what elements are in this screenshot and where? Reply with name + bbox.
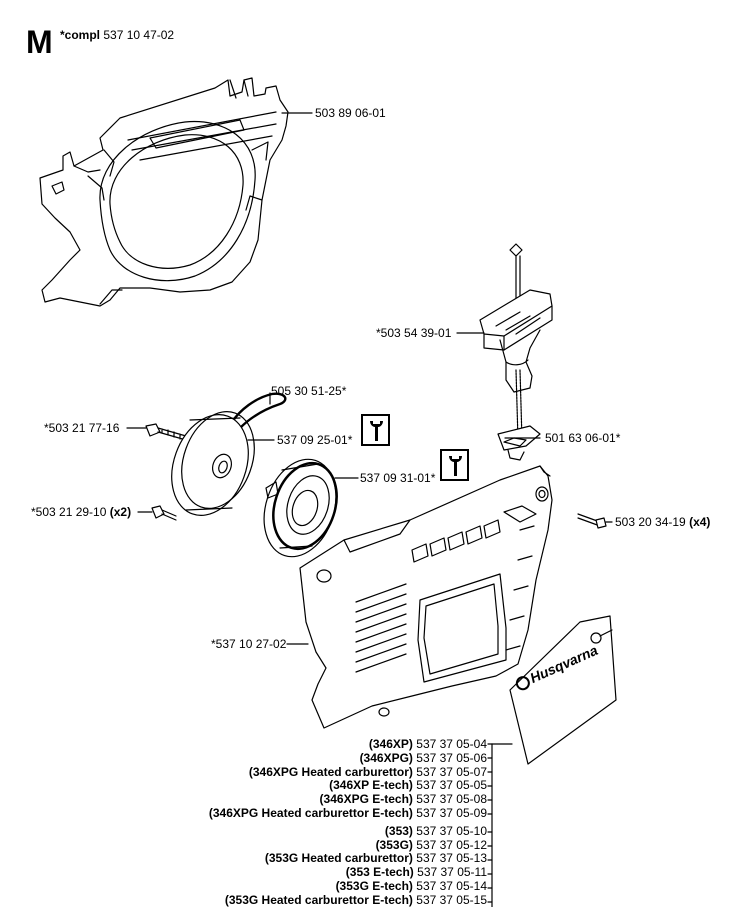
housing-screw-x2-drawing bbox=[151, 505, 177, 521]
label-screw-x2: *503 21 29-10 (x2) bbox=[31, 505, 131, 519]
label-handle-guide: 501 63 06-01* bbox=[545, 431, 621, 445]
model-name: (353 E-tech) bbox=[345, 865, 414, 880]
starter-handle-drawing bbox=[479, 243, 553, 441]
label-pulley-screw: *503 21 77-16 bbox=[44, 421, 120, 435]
service-tool-box-spring bbox=[440, 449, 469, 481]
model-name: (353) bbox=[384, 823, 413, 838]
model-row: (353) 537 37 05-10 bbox=[150, 823, 487, 839]
starter-pulley-drawing bbox=[171, 410, 255, 516]
label-starter-handle: *503 54 39-01 bbox=[376, 326, 452, 340]
decal-drawing bbox=[509, 615, 617, 765]
model-row: (353G Heated carburettor) 537 37 05-13 bbox=[150, 851, 487, 866]
label-starter-housing: *537 10 27-02 bbox=[211, 637, 287, 651]
screw-x4-qty: (x4) bbox=[689, 515, 711, 529]
model-part-number: 537 37 05-04 bbox=[416, 737, 487, 751]
model-row: (346XP E-tech) 537 37 05-05 bbox=[150, 778, 487, 793]
model-name: (346XPG) bbox=[359, 750, 413, 765]
model-row: (346XPG Heated carburettor) 537 37 05-07 bbox=[150, 764, 487, 780]
model-row: (353 E-tech) 537 37 05-11 bbox=[150, 865, 487, 880]
model-name: (346XPG Heated carburettor) bbox=[248, 764, 413, 779]
spring-cord-drawing bbox=[230, 392, 287, 430]
pulley-screw-drawing bbox=[145, 423, 187, 441]
model-part-number: 537 37 05-07 bbox=[416, 764, 487, 779]
complete-assembly-label: *compl 537 10 47-02 bbox=[60, 28, 174, 42]
model-part-list: (346XP) 537 37 05-04 (346XPG) 537 37 05-… bbox=[150, 737, 487, 908]
model-row: (346XPG Heated carburettor E-tech) 537 3… bbox=[150, 805, 487, 821]
model-row: (346XPG) 537 37 05-06 bbox=[150, 750, 487, 766]
model-part-number: 537 37 05-06 bbox=[416, 750, 487, 765]
recoil-spring-drawing bbox=[263, 458, 338, 558]
model-row: (353G E-tech) 537 37 05-14 bbox=[150, 878, 487, 894]
starter-housing-drawing bbox=[299, 465, 553, 729]
label-spring-cord: 505 30 51-25* bbox=[271, 384, 347, 398]
model-name: (353G Heated carburettor E-tech) bbox=[224, 892, 413, 907]
model-row: (346XPG E-tech) 537 37 05-08 bbox=[150, 792, 487, 807]
screw-x2-number: *503 21 29-10 bbox=[31, 505, 107, 519]
wrench-icon bbox=[370, 421, 383, 441]
model-part-number: 537 37 05-12 bbox=[416, 837, 487, 852]
label-screw-x4: 503 20 34-19 (x4) bbox=[615, 515, 710, 529]
model-part-number: 537 37 05-05 bbox=[416, 778, 487, 793]
label-crankcase-cover: 503 89 06-01 bbox=[315, 106, 386, 120]
housing-screw-x4-drawing bbox=[577, 513, 607, 529]
model-part-number: 537 37 05-09 bbox=[416, 805, 487, 820]
wrench-icon bbox=[449, 456, 462, 476]
screw-x4-number: 503 20 34-19 bbox=[615, 515, 686, 529]
screw-x2-qty: (x2) bbox=[109, 505, 132, 519]
section-letter: M bbox=[26, 24, 53, 60]
model-part-number: 537 37 05-13 bbox=[416, 851, 487, 866]
model-name: (353G Heated carburettor) bbox=[264, 851, 413, 866]
model-name: (353G E-tech) bbox=[335, 878, 413, 893]
model-list-bracket bbox=[487, 743, 513, 907]
label-recoil-spring: 537 09 31-01* bbox=[360, 471, 436, 485]
model-name: (353G) bbox=[375, 837, 413, 852]
crankcase-cover-drawing bbox=[39, 77, 289, 307]
model-part-number: 537 37 05-14 bbox=[416, 878, 487, 893]
model-part-number: 537 37 05-10 bbox=[416, 823, 487, 838]
handle-guide-drawing bbox=[497, 425, 541, 461]
model-name: (346XP E-tech) bbox=[329, 778, 413, 793]
label-pulley: 537 09 25-01* bbox=[277, 433, 353, 447]
model-name: (346XP) bbox=[368, 737, 413, 751]
compl-number: 537 10 47-02 bbox=[103, 28, 175, 42]
service-tool-box-pulley bbox=[361, 414, 390, 446]
model-part-number: 537 37 05-08 bbox=[416, 792, 487, 807]
model-name: (346XPG E-tech) bbox=[319, 792, 413, 807]
model-row: (353G) 537 37 05-12 bbox=[150, 837, 487, 853]
model-part-number: 537 37 05-11 bbox=[417, 865, 487, 880]
model-part-number: 537 37 05-15 bbox=[416, 892, 487, 907]
model-row: (346XP) 537 37 05-04 bbox=[150, 737, 487, 752]
model-name: (346XPG Heated carburettor E-tech) bbox=[208, 805, 413, 820]
compl-prefix: *compl bbox=[60, 28, 101, 42]
model-row: (353G Heated carburettor E-tech) 537 37 … bbox=[150, 892, 487, 908]
